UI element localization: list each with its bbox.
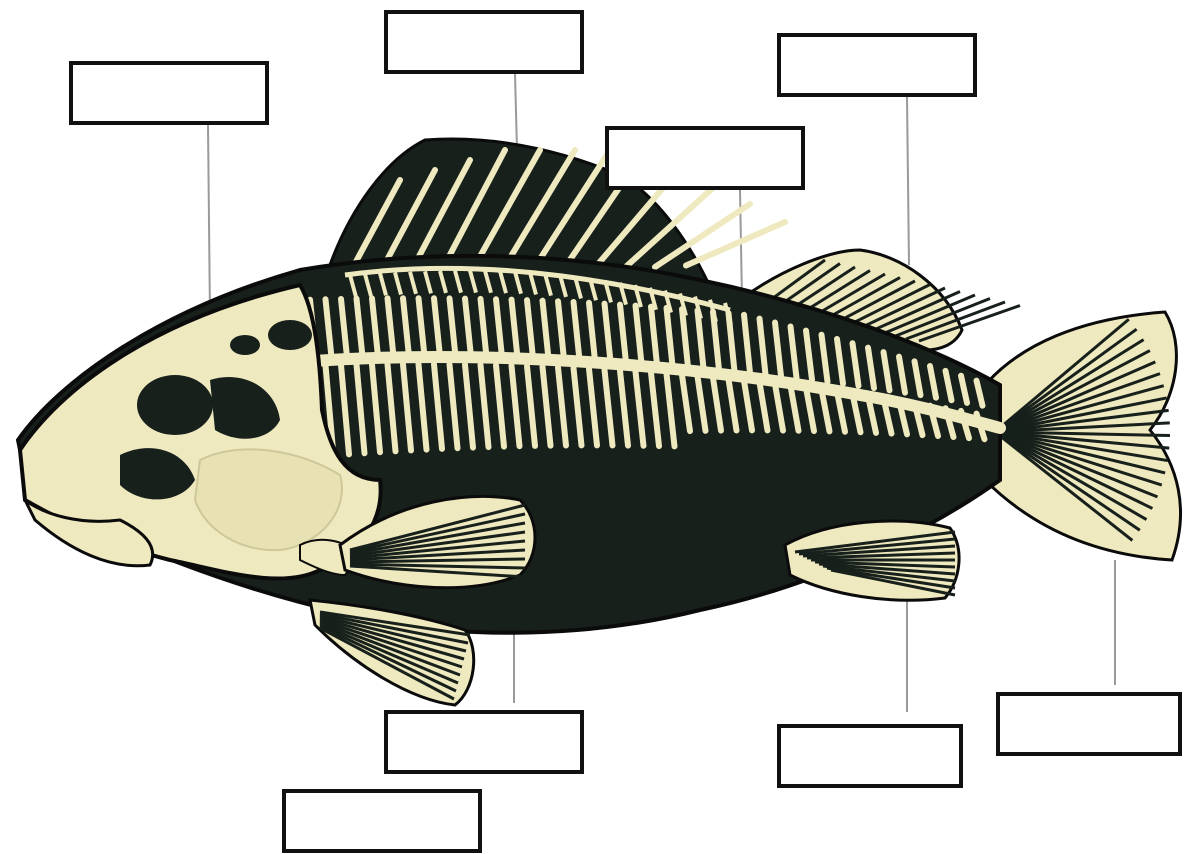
leader-line-spiny-dorsal bbox=[515, 74, 517, 150]
eye-socket bbox=[137, 375, 213, 435]
label-box-tail-fin[interactable] bbox=[996, 692, 1182, 756]
anal-fin bbox=[785, 521, 959, 600]
label-box-spiny-dorsal-fin[interactable] bbox=[384, 10, 584, 74]
label-box-skull[interactable] bbox=[69, 61, 269, 125]
leader-line-skull bbox=[208, 125, 210, 318]
label-box-soft-dorsal-fin[interactable] bbox=[777, 33, 977, 97]
label-box-anal-fin[interactable] bbox=[777, 724, 963, 788]
leader-line-soft-dorsal bbox=[907, 97, 909, 265]
tail-fin bbox=[985, 312, 1181, 560]
label-box-spine-ribs[interactable] bbox=[605, 126, 805, 190]
label-box-pelvic-fin[interactable] bbox=[282, 789, 482, 853]
dorsal-spine-ray bbox=[686, 222, 785, 266]
label-box-pectoral-fin[interactable] bbox=[384, 710, 584, 774]
